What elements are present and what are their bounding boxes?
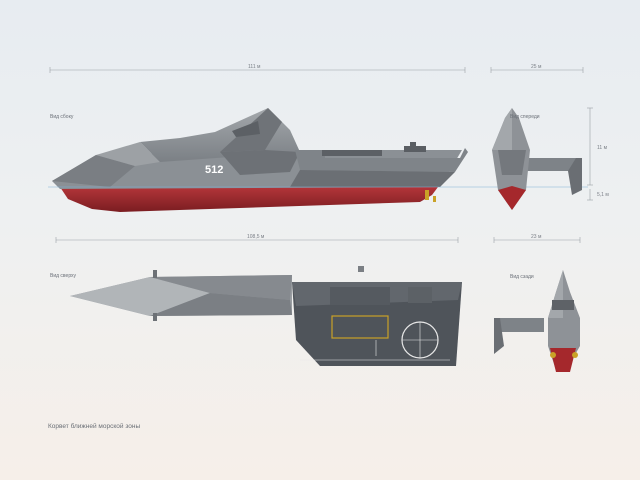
dimension-length-bottom <box>55 237 459 243</box>
top-view-ship <box>70 266 462 366</box>
dimension-length-top-text: 111 м <box>248 64 261 70</box>
dimension-width-front-text: 25 м <box>531 64 542 70</box>
rear-view-ship <box>494 270 580 372</box>
label-top-view: Вид сверху <box>50 273 77 279</box>
dimension-width-bottom <box>493 237 581 243</box>
front-view-ship <box>492 108 582 210</box>
dimension-draft-front-text: 5,1 м <box>597 192 609 198</box>
label-rear-view: Вид сзади <box>510 274 534 280</box>
hull-number: 512 <box>205 164 224 176</box>
dimension-height-front <box>587 107 593 201</box>
dimension-length-bottom-text: 108,5 м <box>247 234 265 240</box>
dimension-height-front-text: 11 м <box>597 145 608 151</box>
dimension-width-bottom-text: 23 м <box>531 234 542 240</box>
sheet-caption: Корвет ближней морской зоны <box>48 423 141 430</box>
dimension-length-top <box>49 67 466 73</box>
label-side-view: Вид сбоку <box>50 114 74 120</box>
side-view-ship <box>52 108 468 212</box>
dimension-width-front <box>490 67 584 73</box>
label-front-view: Вид спереди <box>510 114 540 120</box>
